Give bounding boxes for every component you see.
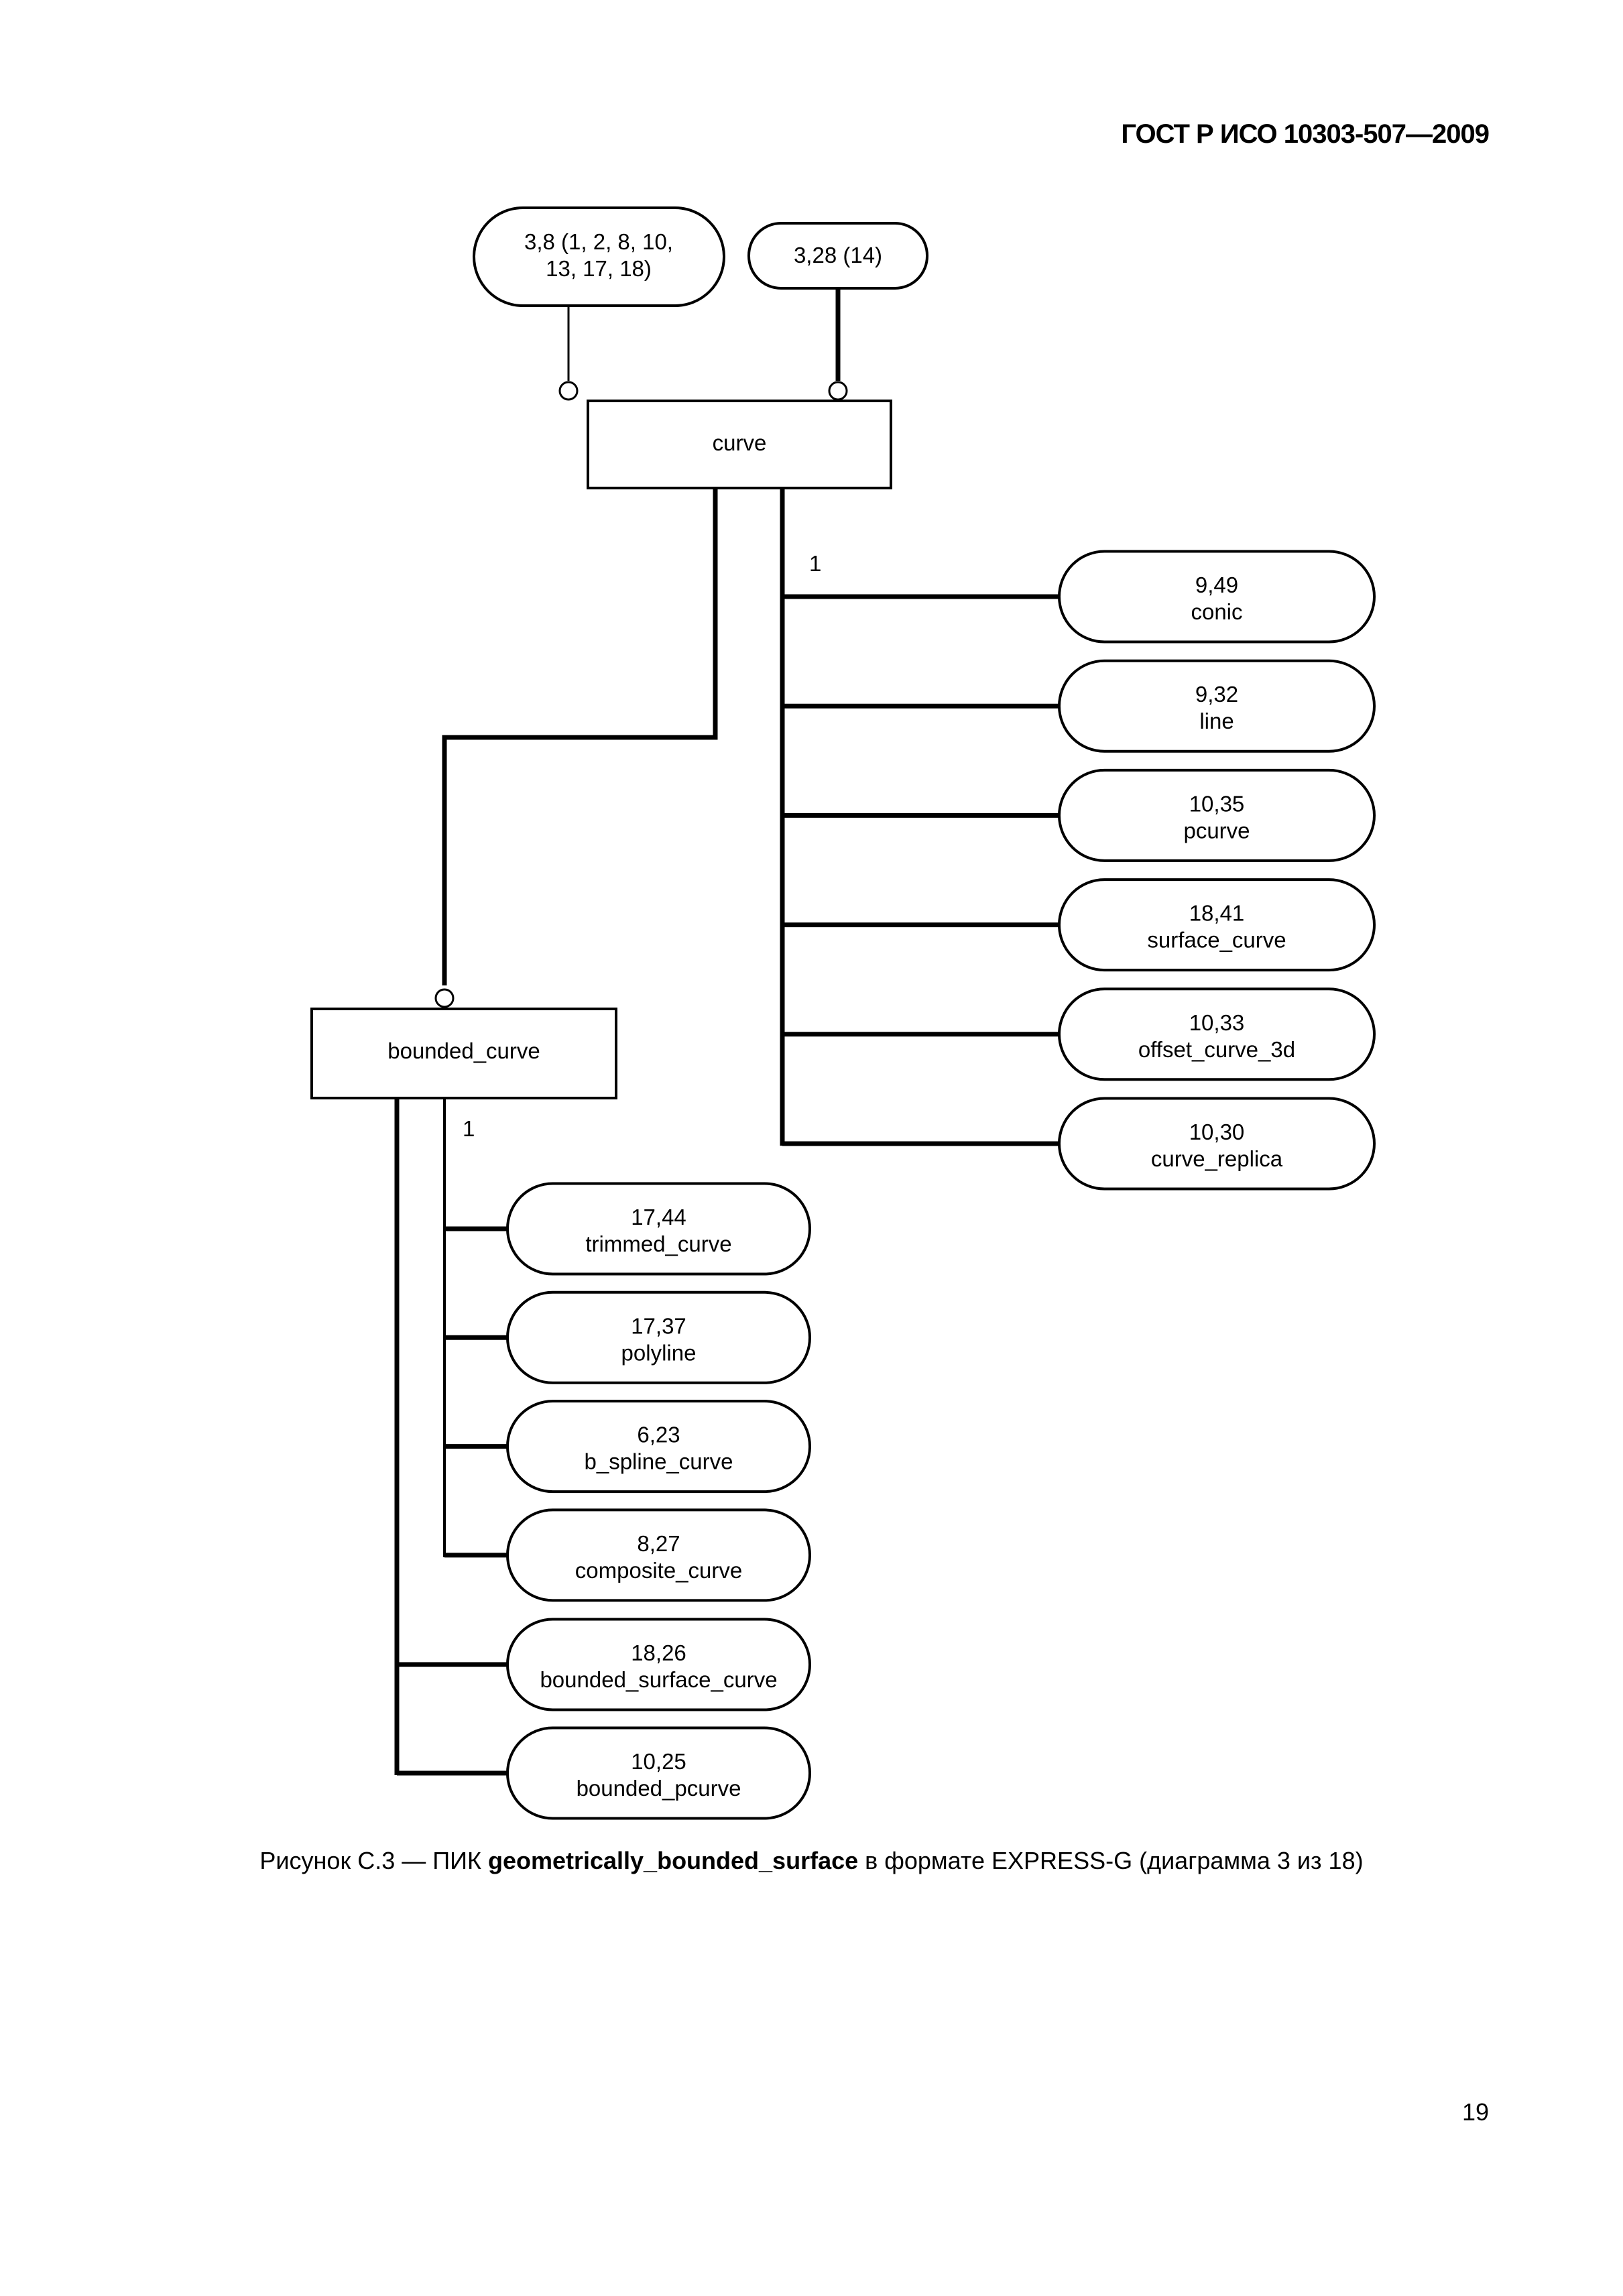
subtype-pill [506, 1400, 811, 1494]
figure-caption: Рисунок С.3 — ПИК geometrically_bounded_… [0, 1847, 1623, 1875]
subtype-name: trimmed_curve [585, 1231, 731, 1256]
entity-curve-label: curve [713, 430, 767, 455]
subtype-name: curve_replica [1151, 1146, 1283, 1171]
subtype-ref: 18,41 [1189, 901, 1245, 926]
subtype-ref: 6,23 [637, 1423, 680, 1447]
subtype-name: surface_curve [1147, 928, 1286, 953]
subtype-name: pcurve [1183, 818, 1250, 843]
subtype-name: bounded_pcurve [577, 1776, 741, 1801]
subtype-name: polyline [621, 1340, 697, 1365]
subtype-b-spline-curve: 6,23b_spline_curve [444, 1400, 811, 1494]
subtype-pill [506, 1726, 811, 1820]
subtype-ref: 10,35 [1189, 791, 1245, 816]
page-ref-3-28-line1: 3,28 (14) [794, 243, 882, 267]
page-number: 19 [1461, 2098, 1489, 2126]
subtype-ref: 10,25 [631, 1749, 686, 1774]
subtype-ref: 9,49 [1195, 572, 1238, 597]
subtype-name: bounded_surface_curve [540, 1667, 777, 1692]
subtype-pill [1058, 550, 1376, 644]
subtype-pill [506, 1182, 811, 1276]
subtype-pill [1058, 1097, 1376, 1191]
cardinality-bounded-curve: 1 [463, 1116, 475, 1141]
subtype-name: conic [1191, 599, 1242, 624]
subtype-circle-ref-3-28 [828, 381, 848, 401]
subtype-pill [1058, 768, 1376, 862]
entity-bounded-curve: bounded_curve [310, 1008, 617, 1099]
subtype-name: offset_curve_3d [1138, 1037, 1295, 1062]
subtype-ref: 17,37 [631, 1313, 686, 1338]
document-header: ГОСТ Р ИСО 10303-507—2009 [1121, 119, 1490, 149]
subtype-path-curve-bounded-curve [442, 489, 718, 985]
entity-curve: curve [587, 400, 892, 489]
subtype-ref: 10,33 [1189, 1010, 1245, 1035]
subtype-name: composite_curve [575, 1558, 742, 1583]
subtype-pill [1058, 659, 1376, 753]
subtype-ref: 17,44 [631, 1205, 686, 1229]
subtype-name: line [1199, 709, 1234, 733]
caption-suffix: в формате EXPRESS-G (диаграмма 3 из 18) [858, 1847, 1364, 1874]
subtype-ref: 8,27 [637, 1531, 680, 1556]
relation-circle-ref-3-8 [558, 381, 579, 401]
caption-term: geometrically_bounded_surface [487, 1847, 859, 1874]
subtype-circle-bounded-curve [434, 988, 455, 1008]
subtype-pill [506, 1618, 811, 1711]
page-ref-3-8: 3,8 (1, 2, 8, 10, 13, 17, 18) [473, 206, 725, 307]
page-ref-3-28: 3,28 (14) [747, 222, 928, 290]
subtype-ref: 10,30 [1189, 1120, 1245, 1144]
page-ref-3-8-line1: 3,8 (1, 2, 8, 10, [524, 229, 673, 254]
subtype-ref: 18,26 [631, 1640, 686, 1665]
caption-prefix: Рисунок С.3 — ПИК [259, 1847, 488, 1874]
subtype-line-curve-bounded-curve [444, 489, 1115, 737]
cardinality-curve: 1 [809, 551, 821, 576]
page-ref-3-8-line2: 13, 17, 18) [546, 256, 652, 281]
subtype-name: b_spline_curve [585, 1449, 733, 1474]
subtype-pill [1058, 987, 1376, 1081]
subtype-pill [1058, 878, 1376, 972]
subtype-ref: 9,32 [1195, 682, 1238, 707]
subtype-pill [506, 1508, 811, 1602]
entity-bounded-curve-label: bounded_curve [387, 1038, 540, 1063]
subtype-pill [506, 1290, 811, 1384]
